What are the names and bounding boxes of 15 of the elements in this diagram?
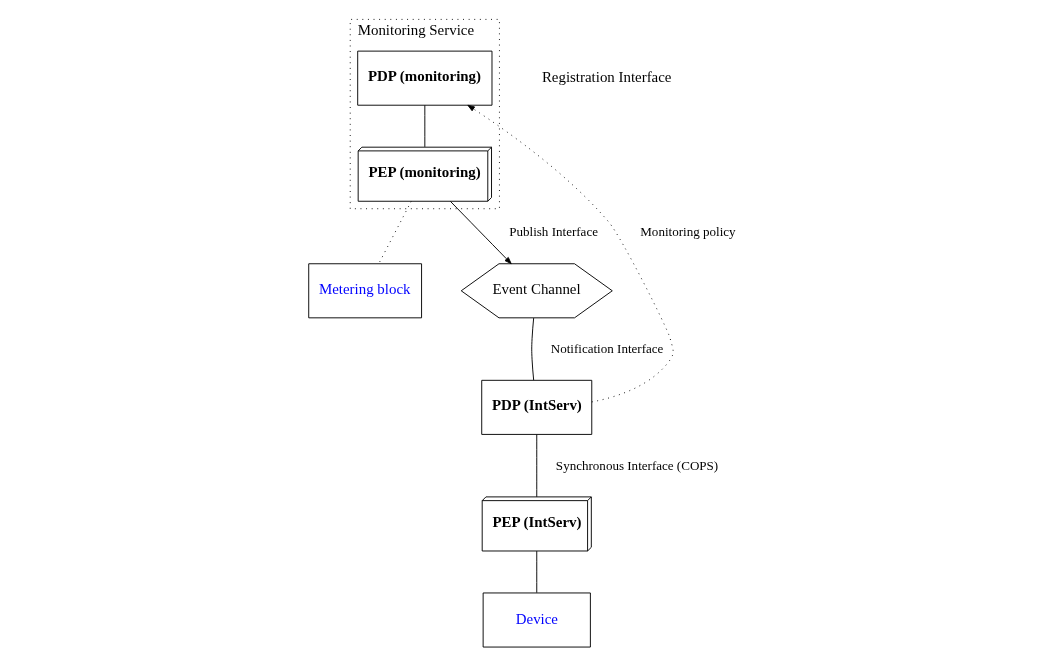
arrow	[449, 201, 512, 265]
edge-label: Monitoring policy	[639, 224, 736, 240]
connector	[535, 434, 537, 498]
label: Registration Interface	[541, 68, 671, 85]
edge-label: Synchronous Interface (COPS)	[555, 457, 718, 473]
connector	[535, 550, 537, 594]
connector	[423, 104, 425, 148]
node-box: PDP (monitoring)	[356, 50, 492, 106]
edge-label: Notification Interface	[550, 341, 663, 356]
arrow	[466, 104, 674, 403]
node-box: Device	[482, 592, 591, 648]
edge-label: Publish Interface	[508, 224, 598, 240]
node-box: PDP (IntServ)	[480, 379, 592, 435]
connector	[530, 317, 534, 381]
node-box: Metering block	[307, 263, 422, 319]
